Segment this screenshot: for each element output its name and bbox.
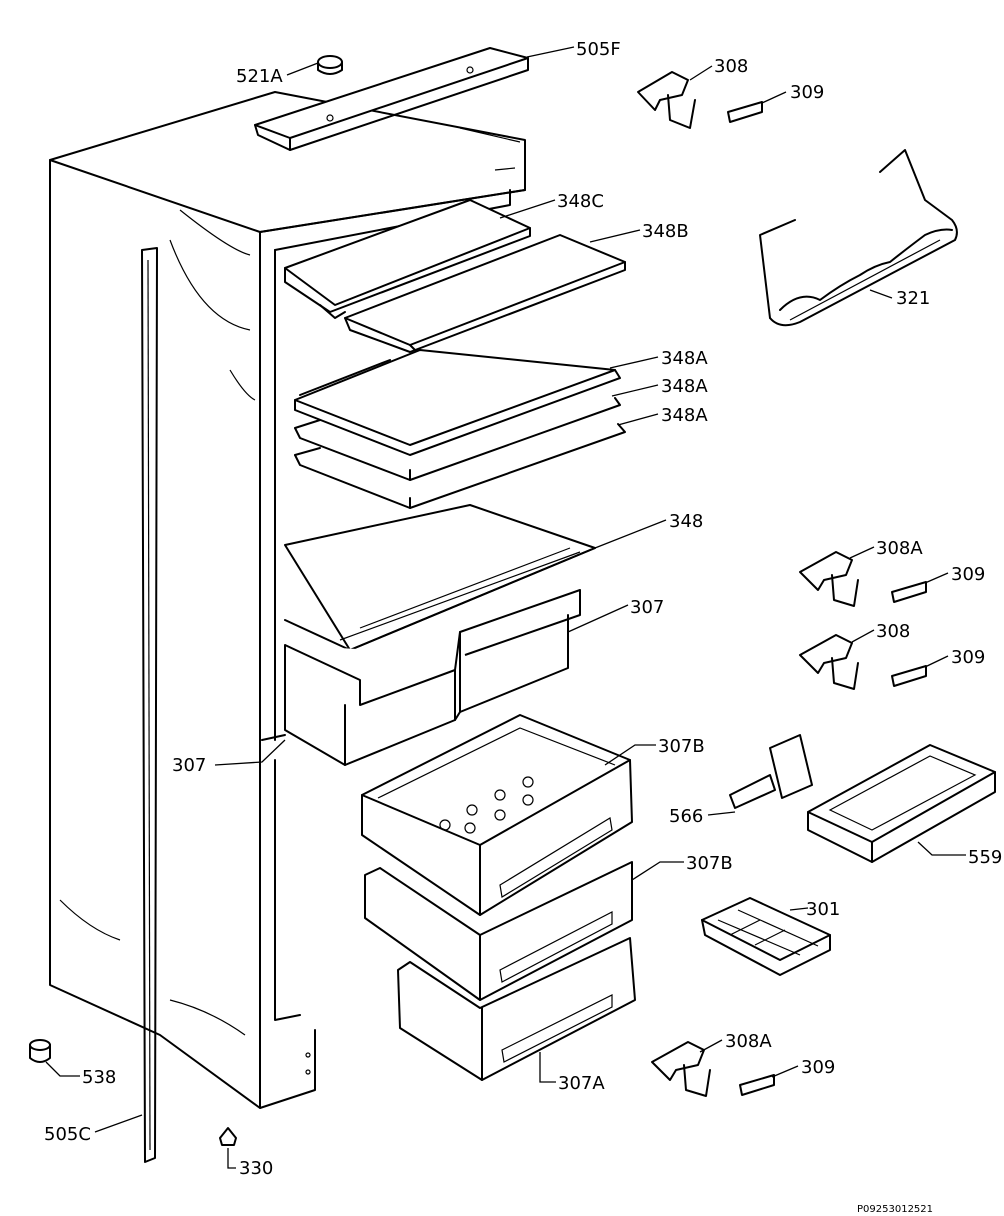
plate-309-mid2 [891, 665, 927, 687]
label-348b: 348B [642, 221, 689, 242]
label-301: 301 [806, 899, 840, 920]
plate-309-top [727, 101, 763, 123]
label-307a: 307A [558, 1073, 605, 1094]
label-566: 566 [669, 806, 703, 827]
bottle-rack-321 [759, 149, 958, 327]
freezer-basket-307b-1 [361, 714, 633, 916]
freezer-basket-307a [397, 937, 636, 1081]
tray-559 [807, 744, 996, 863]
label-309-mid2: 309 [951, 647, 985, 668]
handle-308a-mid [799, 551, 859, 607]
part-labels: 505F 521A 308 309 348C 348B 321 348A 348… [44, 39, 1002, 1179]
label-559: 559 [968, 847, 1002, 868]
label-307-right: 307 [630, 597, 664, 618]
label-505c: 505C [44, 1124, 91, 1145]
label-308-mid: 308 [876, 621, 910, 642]
foot-538 [29, 1039, 51, 1063]
label-307b-2: 307B [686, 853, 733, 874]
label-348a-3: 348A [661, 405, 708, 426]
shelf-348b [344, 234, 626, 356]
label-348: 348 [669, 511, 703, 532]
shelf-348c [284, 199, 531, 319]
label-330: 330 [239, 1158, 273, 1179]
label-348c: 348C [557, 191, 604, 212]
label-348a-2: 348A [661, 376, 708, 397]
label-309-top: 309 [790, 82, 824, 103]
label-309-bottom: 309 [801, 1057, 835, 1078]
label-307-left: 307 [172, 755, 206, 776]
leader-lines [45, 46, 966, 1169]
top-rail-505f [254, 47, 529, 151]
label-308-top: 308 [714, 56, 748, 77]
label-521a: 521A [236, 66, 283, 87]
plate-309-bottom [739, 1074, 775, 1096]
label-505f: 505F [576, 39, 621, 60]
label-538: 538 [82, 1067, 116, 1088]
label-309-mid1: 309 [951, 564, 985, 585]
ice-tray-301 [701, 897, 831, 976]
cabinet-body [49, 91, 526, 1109]
door-strip-505c [141, 247, 158, 1163]
label-308a-bottom: 308A [725, 1031, 772, 1052]
handle-308-mid [799, 634, 859, 690]
handle-308a-bottom [651, 1041, 711, 1097]
shelf-348a-3 [294, 423, 626, 509]
label-307b-1: 307B [658, 736, 705, 757]
handle-308-top [637, 71, 696, 129]
label-348a-1: 348A [661, 348, 708, 369]
shelf-348 [284, 504, 596, 651]
stud-330 [219, 1127, 237, 1146]
scraper-566 [729, 734, 813, 809]
shelf-348a-1 [294, 349, 621, 456]
label-308a-mid: 308A [876, 538, 923, 559]
label-321: 321 [896, 288, 930, 309]
upper-drawer-307-right [454, 614, 569, 721]
freezer-basket-307b-2 [364, 861, 633, 1001]
upper-drawer-307-left [284, 589, 581, 766]
reference-code: P09253012521 [857, 1204, 933, 1215]
shelf-348a-2 [294, 397, 621, 481]
knob-521a [317, 55, 343, 75]
plate-309-mid1 [891, 581, 927, 603]
